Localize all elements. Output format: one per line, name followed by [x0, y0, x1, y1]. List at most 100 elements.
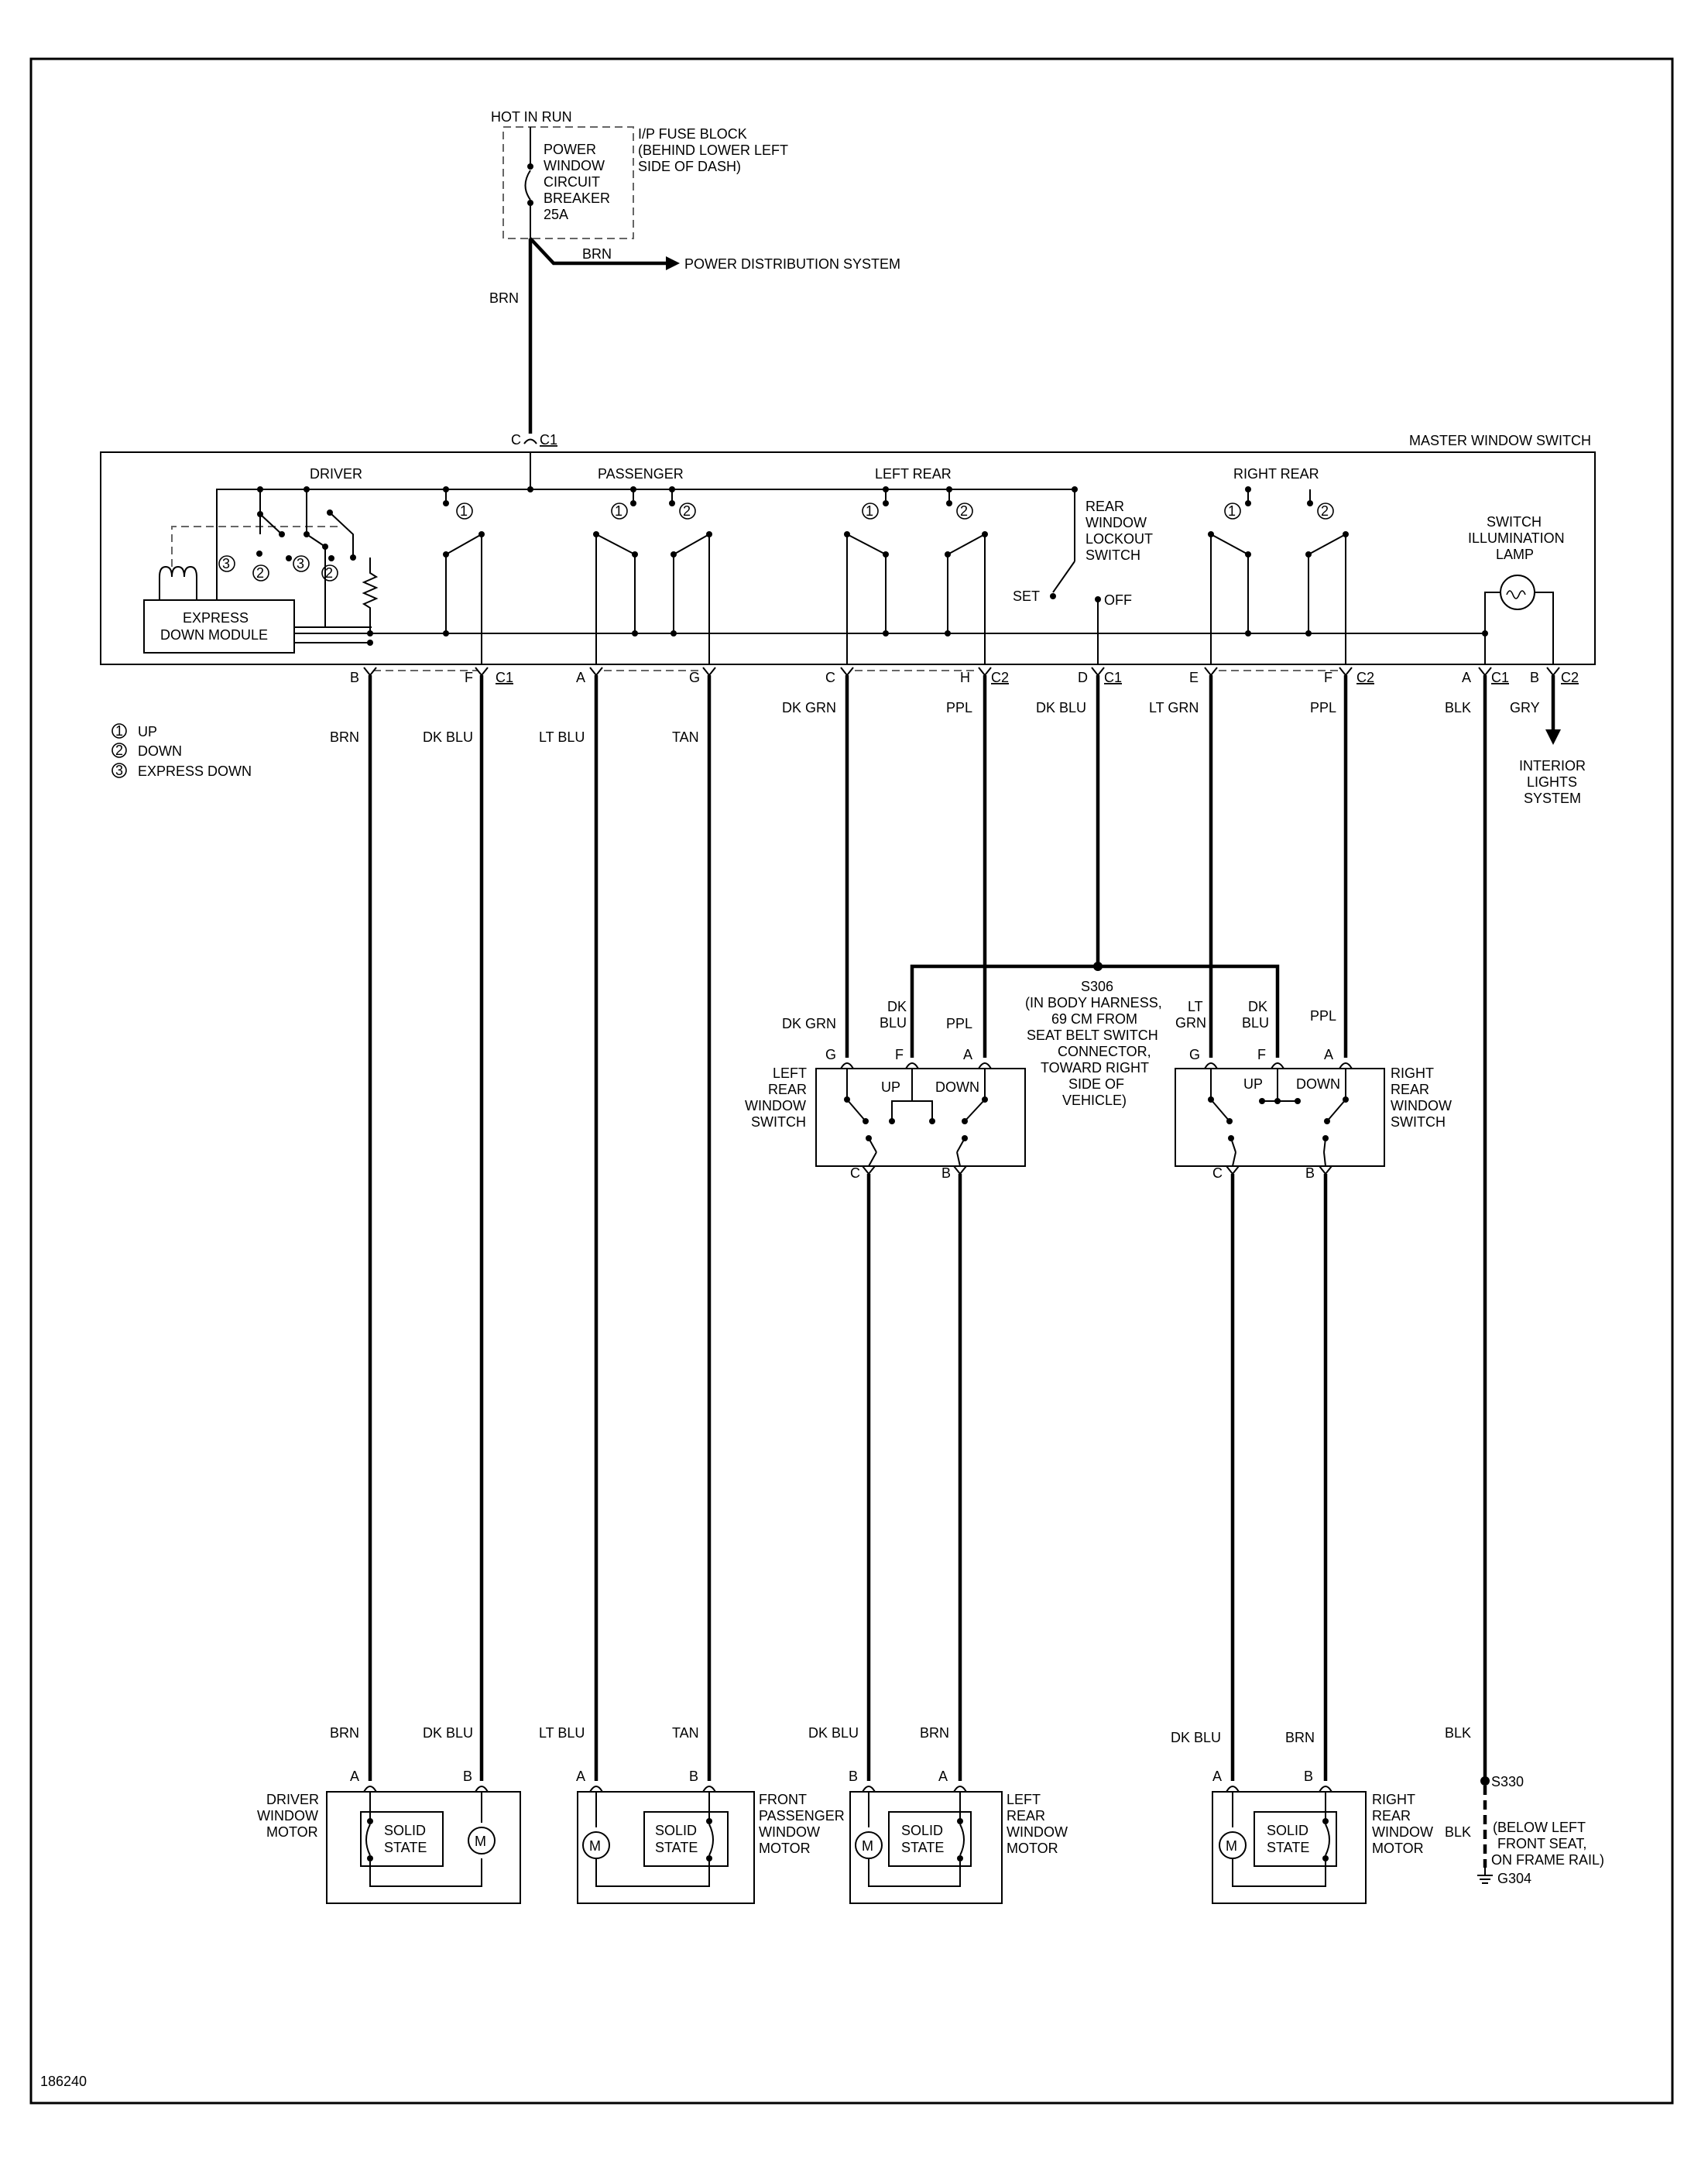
lr-wire-a-1: PPL [946, 1016, 972, 1031]
lr-switch-title-3: WINDOW [745, 1098, 806, 1113]
out-conn-6: C1 [1104, 670, 1122, 685]
m2-right-pin: A [938, 1769, 948, 1784]
ground-icon [1477, 1868, 1493, 1884]
right-rear-window-motor: DK BLU BRN A B RIGHT REAR WINDOW MOTOR S… [1171, 1730, 1433, 1904]
m1-title-2: PASSENGER [759, 1808, 845, 1824]
svg-text:1: 1 [866, 503, 873, 519]
out-pin-0: B [350, 670, 359, 685]
ground-upper-wire: BLK [1445, 1725, 1471, 1741]
svg-text:3: 3 [297, 556, 304, 571]
out-pin-5: H [960, 670, 970, 685]
m1-left-pin: A [576, 1769, 585, 1784]
m2-solid-1: SOLID [901, 1823, 943, 1838]
out-pin-2: A [576, 670, 585, 685]
m1-solid-1: SOLID [655, 1823, 697, 1838]
left-rear-window-switch: LEFT REAR WINDOW SWITCH DK GRN DK BLU PP… [745, 999, 1026, 1781]
ground-circuit: BLK S330 BLK (BELOW LEFT FRONT SEAT, ON … [1445, 1725, 1604, 1886]
out-pin-9: A [1462, 670, 1471, 685]
section-driver: DRIVER [310, 466, 362, 482]
interior-lights-line-1: INTERIOR [1519, 758, 1586, 774]
out-wire-7: LT GRN [1149, 700, 1199, 715]
out-pin-7: E [1189, 670, 1199, 685]
out-pin-6: D [1078, 670, 1088, 685]
m1-right-pin: B [689, 1769, 698, 1784]
out-wire-9: BLK [1445, 700, 1471, 715]
rr-down-label: DOWN [1296, 1076, 1340, 1092]
lr-pin-b: B [941, 1165, 951, 1181]
m0-left-pin: A [350, 1769, 359, 1784]
m3-title-3: WINDOW [1372, 1824, 1433, 1840]
lr-wire-f-2: BLU [880, 1015, 907, 1031]
rr-switch-title-2: REAR [1391, 1082, 1429, 1097]
out-conn-9: C1 [1491, 670, 1509, 685]
rr-switch-title-4: SWITCH [1391, 1114, 1446, 1130]
left-rear-switch: 1 2 [844, 486, 988, 664]
m0-right-wire: DK BLU [423, 1725, 473, 1741]
input-connector: C1 [540, 432, 557, 448]
lr-wire-f-1: DK [887, 999, 907, 1014]
out-wire-2: LT BLU [539, 729, 585, 745]
figure-id: 186240 [40, 2074, 87, 2089]
ground-lower-wire: BLK [1445, 1824, 1471, 1840]
lr-wire-g-1: DK GRN [782, 1016, 836, 1031]
circuit-breaker-icon [524, 127, 533, 238]
m3-title-1: RIGHT [1372, 1792, 1415, 1807]
m3-right-wire: BRN [1285, 1730, 1315, 1745]
input-pin: C [511, 432, 521, 448]
section-right-rear: RIGHT REAR [1233, 466, 1319, 482]
ground-location-2: FRONT SEAT, [1497, 1836, 1586, 1851]
out-conn-10: C2 [1561, 670, 1579, 685]
out-conn-8: C2 [1356, 670, 1374, 685]
rr-pin-b: B [1305, 1165, 1315, 1181]
lockout-switch: REAR WINDOW LOCKOUT SWITCH SET OFF [1013, 486, 1153, 664]
svg-text:3: 3 [222, 556, 230, 571]
splice-line-3: 69 CM FROM [1051, 1011, 1137, 1027]
master-window-switch: MASTER WINDOW SWITCH DRIVER PASSENGER LE… [100, 433, 1596, 671]
out-wire-6: DK BLU [1036, 700, 1086, 715]
m3-left-wire: DK BLU [1171, 1730, 1221, 1745]
m0-solid-2: STATE [384, 1840, 427, 1855]
legend-num-2: 2 [115, 743, 123, 758]
legend-num-1: 1 [115, 723, 123, 739]
power-source: HOT IN RUN POWER WINDOW CIRCUIT BREAKER … [489, 109, 900, 448]
svg-text:1: 1 [615, 503, 622, 519]
m1-right-wire: TAN [672, 1725, 699, 1741]
fuse-block-line-3: SIDE OF DASH) [638, 159, 741, 174]
passenger-switch: 1 2 [593, 486, 712, 664]
m1-motor-symbol: M [589, 1838, 601, 1854]
rr-wire-f-1: DK [1248, 999, 1267, 1014]
out-wire-0: BRN [330, 729, 359, 745]
m1-left-wire: LT BLU [539, 1725, 585, 1741]
lr-switch-title-4: SWITCH [751, 1114, 806, 1130]
svg-text:2: 2 [256, 565, 264, 581]
lamp-line-1: SWITCH [1487, 514, 1542, 530]
distribution-label: POWER DISTRIBUTION SYSTEM [684, 256, 900, 272]
out-wire-4: DK GRN [782, 700, 836, 715]
lamp-line-3: LAMP [1496, 547, 1534, 562]
legend-num-3: 3 [115, 763, 123, 778]
rr-pin-f: F [1257, 1047, 1266, 1062]
lamp-line-2: ILLUMINATION [1468, 530, 1565, 546]
m1-title-4: MOTOR [759, 1841, 811, 1856]
m2-title-1: LEFT [1007, 1792, 1041, 1807]
fuse-block-line-2: (BEHIND LOWER LEFT [638, 142, 788, 158]
splice-s306: S306 (IN BODY HARNESS, 69 CM FROM SEAT B… [910, 962, 1280, 1108]
m2-motor-symbol: M [862, 1838, 873, 1854]
arrow-right-icon [666, 256, 680, 270]
m2-title-4: MOTOR [1007, 1841, 1058, 1856]
m1-title-1: FRONT [759, 1792, 807, 1807]
out-wire-5: PPL [946, 700, 972, 715]
out-conn-5: C2 [991, 670, 1009, 685]
master-switch-title: MASTER WINDOW SWITCH [1409, 433, 1591, 448]
breaker-line-1: POWER [544, 142, 596, 157]
out-pin-1: F [465, 670, 473, 685]
out-wire-8: PPL [1310, 700, 1336, 715]
splice-line-4: SEAT BELT SWITCH [1027, 1028, 1158, 1043]
lockout-off-label: OFF [1104, 592, 1132, 608]
m3-motor-symbol: M [1226, 1838, 1237, 1854]
out-pin-4: C [825, 670, 835, 685]
out-wire-3: TAN [672, 729, 699, 745]
rr-up-label: UP [1243, 1076, 1263, 1092]
rr-pin-g: G [1189, 1047, 1200, 1062]
